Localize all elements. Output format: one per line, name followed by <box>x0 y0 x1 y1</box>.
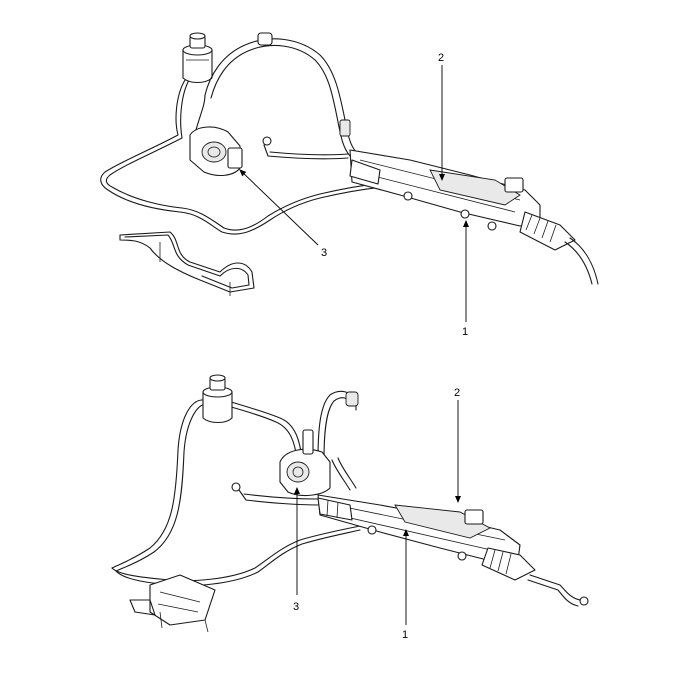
callout-number: 2 <box>454 387 460 399</box>
bottom-callout-2: 2 <box>454 387 461 503</box>
callout-number: 1 <box>462 326 468 338</box>
bottom-power-steering-pump <box>279 429 331 497</box>
bottom-tie-rod-left <box>231 482 319 506</box>
bottom-steering-gear-box <box>317 494 589 607</box>
bottom-hose-lines <box>111 399 361 587</box>
bottom-callout-3: 3 <box>293 487 300 613</box>
top-steering-gear-box <box>349 149 599 285</box>
callout-number: 3 <box>321 247 327 259</box>
top-power-steering-pump <box>189 94 243 177</box>
top-hose-lines <box>100 79 393 296</box>
top-tie-rod-left <box>262 136 349 160</box>
bottom-pressure-hose <box>317 390 359 491</box>
bottom-fluid-reservoir <box>202 374 233 424</box>
top-pressure-hose <box>204 32 357 157</box>
top-callout-3: 3 <box>239 169 327 259</box>
bottom-cooler-bracket <box>129 574 216 633</box>
top-callout-1: 1 <box>462 220 469 338</box>
top-fluid-reservoir <box>182 32 213 84</box>
bottom-diagram: 1 2 3 <box>111 374 589 641</box>
callout-number: 3 <box>293 601 299 613</box>
top-diagram: 1 2 3 <box>100 32 599 338</box>
callout-number: 2 <box>438 52 444 64</box>
callout-number: 1 <box>402 629 408 641</box>
top-callout-2: 2 <box>438 52 445 181</box>
bottom-callout-1: 1 <box>402 529 409 641</box>
